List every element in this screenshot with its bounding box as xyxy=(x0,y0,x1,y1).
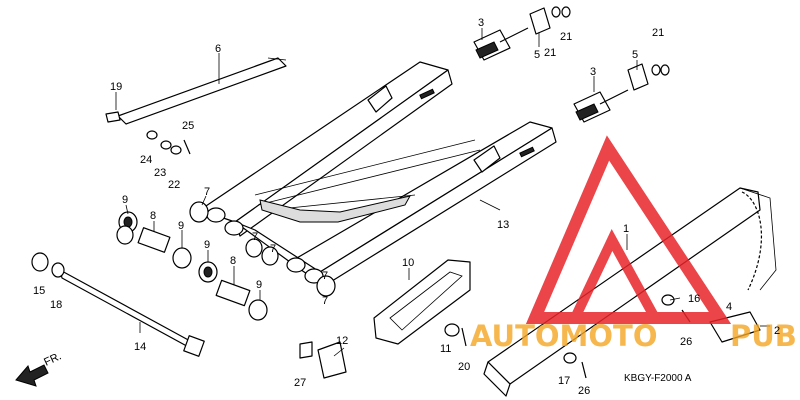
watermark-text-left: AUTOMOTO xyxy=(470,319,657,353)
callout-7-e: 7 xyxy=(322,295,328,307)
callout-5-lower: 5 xyxy=(632,49,638,61)
callout-24: 24 xyxy=(140,154,152,166)
callout-22: 22 xyxy=(168,179,180,191)
callout-15: 15 xyxy=(33,285,45,297)
callout-11: 11 xyxy=(440,343,451,355)
callout-16: 16 xyxy=(688,293,700,305)
front-arrow-icon xyxy=(15,364,49,387)
callout-18: 18 xyxy=(50,299,62,311)
callout-26-b: 26 xyxy=(578,385,590,397)
callout-25: 25 xyxy=(182,120,194,132)
callout-27: 27 xyxy=(294,377,306,389)
callout-26-a: 26 xyxy=(680,336,692,348)
callout-3-upper: 3 xyxy=(478,17,484,29)
callout-7-b: 7 xyxy=(252,231,258,243)
callout-7-a: 7 xyxy=(204,186,210,198)
callouts: 1 2 3 3 4 5 5 6 7 7 7 7 7 8 8 9 9 9 9 10… xyxy=(33,17,780,397)
watermark-mark-inner xyxy=(567,229,664,323)
chain-slider-drawing xyxy=(373,259,471,345)
callout-5-upper: 5 xyxy=(534,49,540,61)
callout-14: 14 xyxy=(134,341,146,353)
diagram-code: KBGY-F2000 A xyxy=(624,373,692,384)
callout-21-c: 21 xyxy=(652,27,664,39)
callout-21-a: 21 xyxy=(560,31,572,43)
watermark-logo xyxy=(525,135,732,324)
callout-2: 2 xyxy=(774,325,780,337)
callout-4: 4 xyxy=(726,301,732,313)
callout-17: 17 xyxy=(558,375,570,387)
swingarm-drawing xyxy=(199,61,557,287)
callout-8-a: 8 xyxy=(150,210,156,222)
callout-6: 6 xyxy=(215,43,221,55)
small-parts-drawing xyxy=(299,294,691,379)
watermark-text-right: PUB xyxy=(730,319,797,353)
callout-7-c: 7 xyxy=(270,243,276,255)
callout-3-lower: 3 xyxy=(590,66,596,78)
callout-9-d: 9 xyxy=(256,279,262,291)
callout-9-b: 9 xyxy=(178,220,184,232)
chain-adjusters-drawing xyxy=(473,6,670,123)
callout-1: 1 xyxy=(623,223,629,235)
callout-10: 10 xyxy=(402,257,414,269)
pivot-bushings-drawing xyxy=(116,201,336,321)
callout-23: 23 xyxy=(154,167,166,179)
rod-drawing xyxy=(105,57,287,155)
callout-12: 12 xyxy=(336,335,348,347)
callout-9-c: 9 xyxy=(204,239,210,251)
pivot-bolt-drawing xyxy=(31,252,205,357)
callout-9-a: 9 xyxy=(122,194,128,206)
callout-21-b: 21 xyxy=(544,47,556,59)
front-label: FR. xyxy=(42,350,63,368)
callout-8-b: 8 xyxy=(230,255,236,267)
callout-20: 20 xyxy=(458,361,470,373)
callout-7-d: 7 xyxy=(322,270,328,282)
callout-19: 19 xyxy=(110,81,122,93)
leader-lines xyxy=(115,28,770,357)
chain-case-drawing xyxy=(483,187,777,397)
callout-13: 13 xyxy=(497,219,509,231)
